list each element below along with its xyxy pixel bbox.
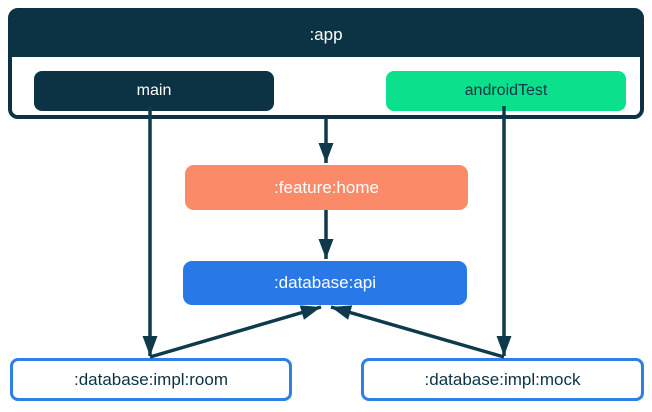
node-database-impl-mock: :database:impl:mock (361, 358, 644, 401)
node-android-test: androidTest (386, 71, 626, 111)
node-main-label: main (136, 82, 172, 99)
node-main: main (34, 71, 274, 111)
node-app-body: main androidTest (12, 57, 640, 115)
node-android-test-label: androidTest (464, 82, 548, 99)
node-database-impl-room-label: :database:impl:room (73, 369, 229, 389)
node-app-header: :app (12, 12, 640, 57)
node-app: :app main androidTest (8, 8, 644, 119)
node-database-api-label: :database:api (273, 273, 377, 292)
edge-database-impl-room-to-database-api (149, 305, 322, 359)
node-database-api: :database:api (183, 261, 467, 305)
node-app-label: :app (309, 24, 343, 44)
node-feature-home: :feature:home (185, 165, 468, 210)
node-database-impl-mock-label: :database:impl:mock (424, 369, 581, 389)
node-feature-home-label: :feature:home (274, 177, 379, 197)
node-database-impl-room: :database:impl:room (10, 358, 292, 401)
edge-database-impl-mock-to-database-api (330, 305, 505, 359)
